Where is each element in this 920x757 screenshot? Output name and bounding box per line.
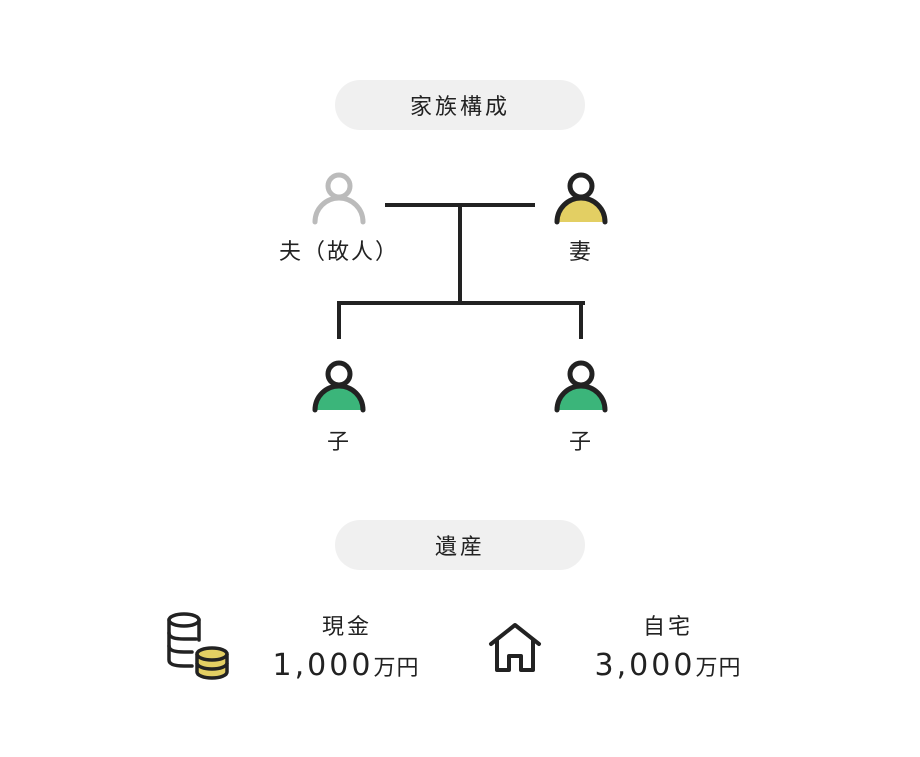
family-section-title: 家族構成 <box>335 80 585 130</box>
wife-person-icon <box>554 172 608 225</box>
child1-line <box>337 301 341 339</box>
children-line <box>337 301 585 305</box>
home-amount-value: 3,000 <box>594 648 696 683</box>
coins-icon <box>167 612 229 680</box>
child2-label: 子 <box>568 430 593 455</box>
assets-section-title: 遺産 <box>335 520 585 570</box>
cash-amount-unit: 万円 <box>373 656 420 681</box>
home-amount-unit: 万円 <box>695 656 742 681</box>
house-icon <box>489 623 541 672</box>
descent-line <box>458 205 462 305</box>
home-label: 自宅 <box>642 615 693 640</box>
child2-person-icon <box>554 360 608 413</box>
cash-amount: 1,000万円 <box>226 648 466 683</box>
cash-label: 現金 <box>321 615 372 640</box>
child1-person-icon <box>312 360 366 413</box>
child1-label: 子 <box>326 430 351 455</box>
husband-person-icon <box>312 172 366 225</box>
child2-line <box>579 301 583 339</box>
husband-label: 夫（故人） <box>278 240 399 265</box>
cash-amount-value: 1,000 <box>272 648 374 683</box>
home-amount: 3,000万円 <box>548 648 788 683</box>
wife-label: 妻 <box>568 240 593 265</box>
